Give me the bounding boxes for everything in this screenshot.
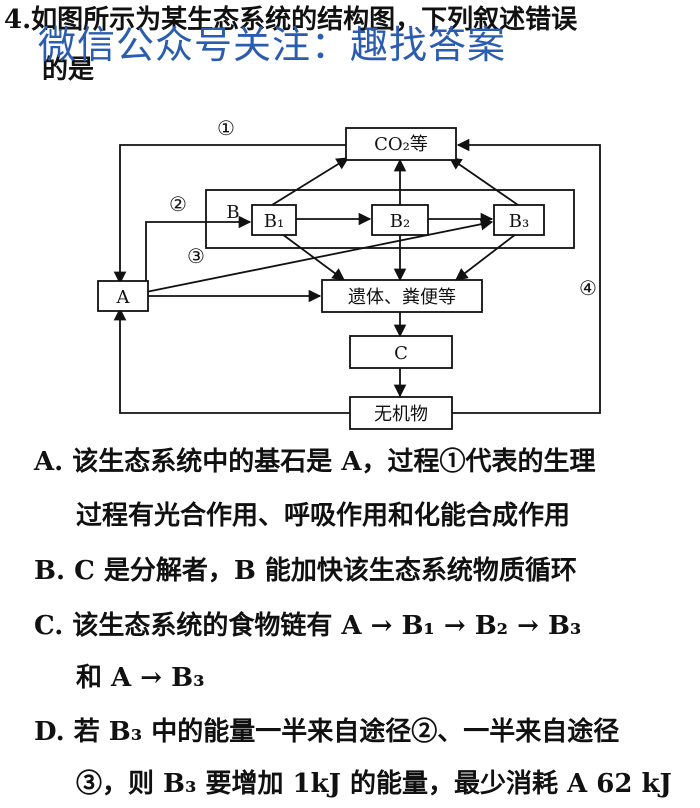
b-group-label: B: [226, 202, 239, 223]
watermark-text: 微信公众号关注：趣找答案: [38, 23, 507, 67]
option-b-line-1: B. C 是分解者，B 能加快该生态系统物质循环: [34, 556, 577, 586]
b2-box: [371, 204, 429, 236]
question-stem: 如图所示为某生态系统的结构图，下列叙述错误: [31, 5, 578, 35]
a-box: [97, 280, 149, 312]
b1-label: B₁: [264, 211, 284, 232]
b2-label: B₂: [390, 211, 410, 232]
b3-label: B₃: [509, 211, 529, 232]
option-a-line-2: 过程有光合作用、呼吸作用和化能合成作用: [76, 501, 571, 531]
option-d-line-2: ③，则 B₃ 要增加 1kJ 的能量，最少消耗 A 62 kJ: [76, 769, 672, 799]
c-box: [349, 335, 453, 369]
b1-box: [251, 204, 297, 236]
option-a-line-1: A. 该生态系统中的基石是 A，过程①代表的生理: [34, 447, 596, 477]
question-line-2: 的是: [42, 55, 95, 85]
question-number: 4.: [4, 5, 32, 35]
a-label: A: [116, 287, 131, 308]
process-2-marker: ②: [169, 192, 187, 216]
inorganic-box: [349, 396, 453, 430]
ecosystem-diagram: CO₂等 B₁ B₂ B₃ A 遗体、粪便等 C 无机物 B ① ② ③ ④: [97, 116, 601, 430]
remains-box: [321, 279, 483, 313]
process-3-marker: ③: [187, 244, 205, 268]
option-c-line-2: 和 A → B₃: [76, 663, 205, 693]
option-c-line-1: C. 该生态系统的食物链有 A → B₁ → B₂ → B₃: [34, 611, 582, 641]
process-1-marker: ①: [217, 116, 235, 140]
question-line-1: 4.如图所示为某生态系统的结构图，下列叙述错误: [4, 4, 577, 36]
b3-box: [493, 204, 545, 236]
inorganic-label: 无机物: [374, 404, 428, 425]
option-d-line-1: D. 若 B₃ 中的能量一半来自途径②、一半来自途径: [34, 717, 620, 747]
remains-label: 遗体、粪便等: [348, 287, 456, 308]
co2-label: CO₂等: [374, 134, 428, 155]
c-label: C: [394, 343, 408, 364]
consumer-group-box: [205, 189, 575, 249]
process-4-marker: ④: [579, 276, 597, 300]
co2-box: [345, 127, 457, 161]
